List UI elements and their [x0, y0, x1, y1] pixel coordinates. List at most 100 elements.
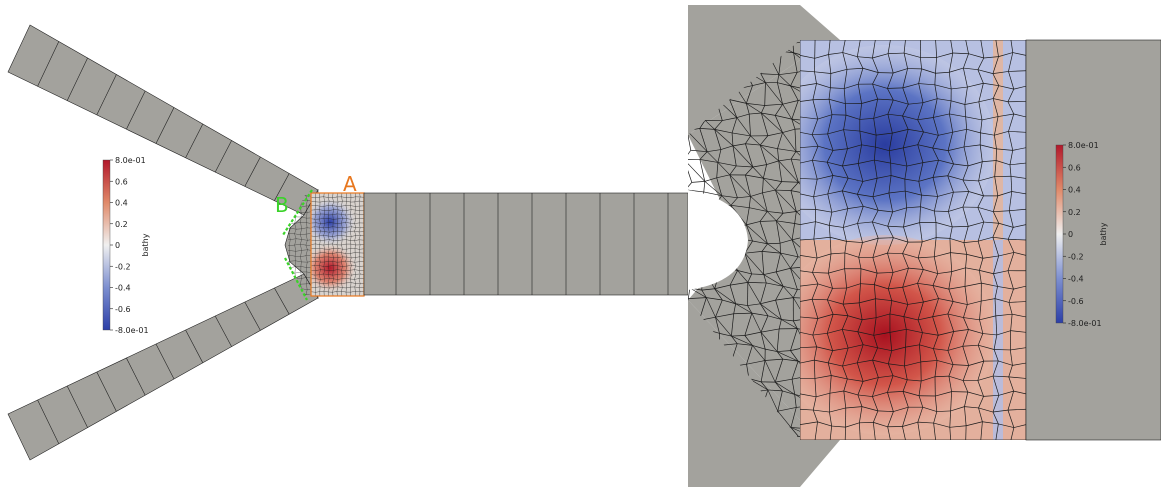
- mesh-edge: [305, 245, 308, 250]
- mesh-edge: [937, 271, 952, 274]
- arm-cell-edge: [244, 156, 261, 187]
- mesh-edge: [337, 278, 342, 280]
- mesh-edge: [355, 256, 360, 258]
- mesh-edge: [917, 117, 934, 121]
- mesh-edge: [922, 98, 938, 104]
- mesh-edge: [800, 346, 817, 349]
- mesh-edge: [949, 100, 952, 114]
- mesh-edge: [790, 190, 797, 212]
- mesh-edge: [857, 331, 864, 345]
- colorbar-tick-label: -0.2: [115, 262, 131, 271]
- mesh-edge: [1008, 302, 1013, 315]
- mesh-edge: [1010, 347, 1026, 351]
- mesh-edge: [829, 407, 846, 413]
- mesh-edge: [857, 394, 873, 397]
- mesh-edge: [336, 201, 339, 207]
- branch-notch: [688, 190, 748, 290]
- mesh-edge: [902, 241, 909, 254]
- mesh-edge: [341, 218, 343, 224]
- mesh-edge: [300, 234, 302, 240]
- mesh-edge: [872, 347, 878, 361]
- mesh-edge: [314, 257, 317, 262]
- mesh-edge: [920, 57, 922, 69]
- mesh-diagonal: [752, 345, 766, 361]
- mesh-edge: [745, 207, 750, 225]
- mesh-edge: [354, 230, 360, 233]
- mesh-edge: [887, 113, 903, 117]
- mesh-edge: [827, 133, 834, 151]
- mesh-edge: [336, 286, 339, 292]
- mesh-edge: [737, 343, 753, 346]
- mesh-edge: [328, 282, 333, 284]
- mesh-diagonal: [746, 103, 762, 114]
- mesh-edge: [342, 217, 347, 219]
- mesh-edge: [345, 257, 348, 262]
- mesh-edge: [917, 316, 933, 321]
- mesh-edge: [314, 275, 316, 279]
- mesh-edge: [857, 221, 873, 224]
- mesh-edge: [341, 249, 343, 253]
- mesh-edge: [767, 389, 783, 392]
- mesh-edge: [890, 162, 907, 167]
- mesh-edge: [887, 40, 891, 54]
- mesh-edge: [983, 221, 999, 224]
- mesh-edge: [1010, 175, 1026, 179]
- mesh-edge: [774, 358, 784, 383]
- mesh-edge: [333, 278, 338, 280]
- mesh-edge: [800, 238, 814, 241]
- mesh-edge: [748, 114, 751, 136]
- mesh-edge: [947, 163, 954, 176]
- mesh-edge: [776, 351, 784, 360]
- mesh-edge: [323, 235, 329, 237]
- mesh-edge: [715, 299, 723, 318]
- mesh-edge: [877, 175, 892, 179]
- mesh-edge: [782, 100, 799, 105]
- mesh-edge: [817, 421, 832, 427]
- mesh-edge: [902, 87, 909, 105]
- mesh-edge: [875, 298, 877, 318]
- mesh-edge: [320, 239, 325, 241]
- zoom-refined-box-mesh: [800, 40, 1026, 440]
- mesh-edge: [351, 226, 356, 228]
- mesh-edge: [783, 211, 797, 214]
- mesh-edge: [831, 252, 845, 255]
- mesh-edge: [1007, 270, 1014, 290]
- mesh-diagonal: [767, 243, 781, 254]
- mesh-edge: [336, 213, 339, 219]
- mesh-edge: [289, 239, 291, 246]
- mesh-edge: [889, 313, 904, 317]
- mesh-edge: [932, 117, 939, 136]
- mesh-edge: [349, 270, 352, 276]
- mesh-edge: [964, 406, 967, 426]
- mesh-edge: [917, 301, 924, 321]
- mesh-edge: [349, 219, 352, 224]
- mesh-edge: [746, 103, 750, 115]
- mesh-edge: [876, 132, 893, 136]
- mesh-edge: [812, 318, 819, 336]
- mesh-edge: [872, 83, 878, 100]
- mesh-diagonal: [706, 151, 719, 163]
- mesh-edge: [314, 226, 317, 232]
- outlet-channel: [363, 192, 689, 296]
- mesh-edge: [332, 240, 334, 245]
- mesh-edge: [699, 128, 715, 130]
- colorbar-tick-label: 0.4: [1068, 186, 1081, 195]
- mesh-edge: [1009, 150, 1014, 165]
- mesh-edge: [906, 206, 921, 209]
- mesh-edge: [288, 233, 289, 235]
- mesh-edge: [872, 192, 889, 198]
- mesh-edge: [776, 212, 784, 222]
- mesh-edge: [917, 282, 933, 286]
- mesh-edge: [349, 223, 352, 227]
- mesh-edge: [744, 253, 753, 275]
- mesh-edge: [962, 179, 979, 182]
- mesh-edge: [934, 84, 938, 99]
- mesh-edge: [908, 129, 924, 133]
- mesh-edge: [759, 282, 767, 304]
- mesh-edge: [301, 249, 308, 251]
- mesh-edge: [1008, 365, 1013, 377]
- mesh-edge: [300, 278, 302, 285]
- mesh-edge: [842, 52, 848, 70]
- mesh-edge: [949, 113, 954, 133]
- mesh-edge: [947, 350, 954, 365]
